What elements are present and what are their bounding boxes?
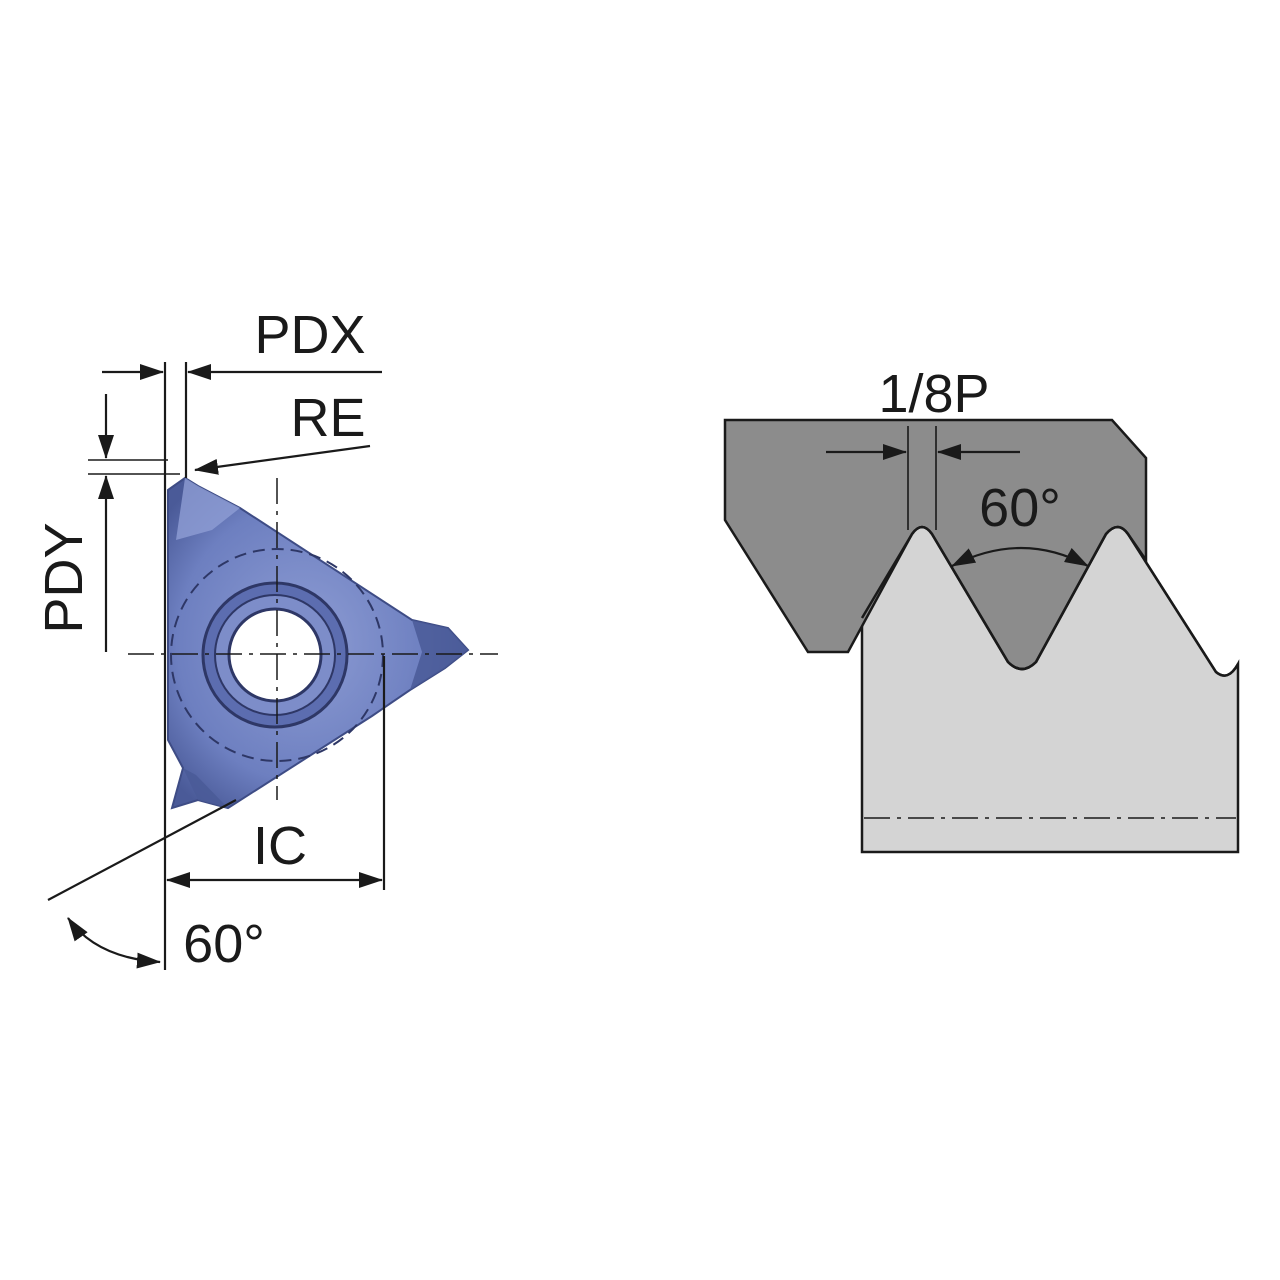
flank-angle-label: 60° <box>979 478 1061 538</box>
cutting-tip-facet <box>410 620 468 690</box>
top-corner-facet <box>176 478 240 540</box>
insert-view: PDX RE PDY IC 60° <box>34 305 498 974</box>
re-label: RE <box>290 388 365 448</box>
ic-label: IC <box>253 816 307 876</box>
workpiece-flank-edge <box>860 525 1240 677</box>
bottom-corner-facet <box>183 768 228 808</box>
thread-view: 1/8P 60° <box>723 364 1240 854</box>
angle-ref-line <box>47 799 237 901</box>
angle-label: 60° <box>183 914 265 974</box>
pdx-label: PDX <box>254 305 365 365</box>
re-leader <box>194 444 371 475</box>
crest-width-label: 1/8P <box>878 364 989 424</box>
inscribed-circle <box>170 548 384 762</box>
angle-arc <box>67 917 161 969</box>
fixing-hole <box>227 607 323 703</box>
flank-angle-arc <box>951 547 1089 567</box>
pdy-label: PDY <box>34 522 94 633</box>
